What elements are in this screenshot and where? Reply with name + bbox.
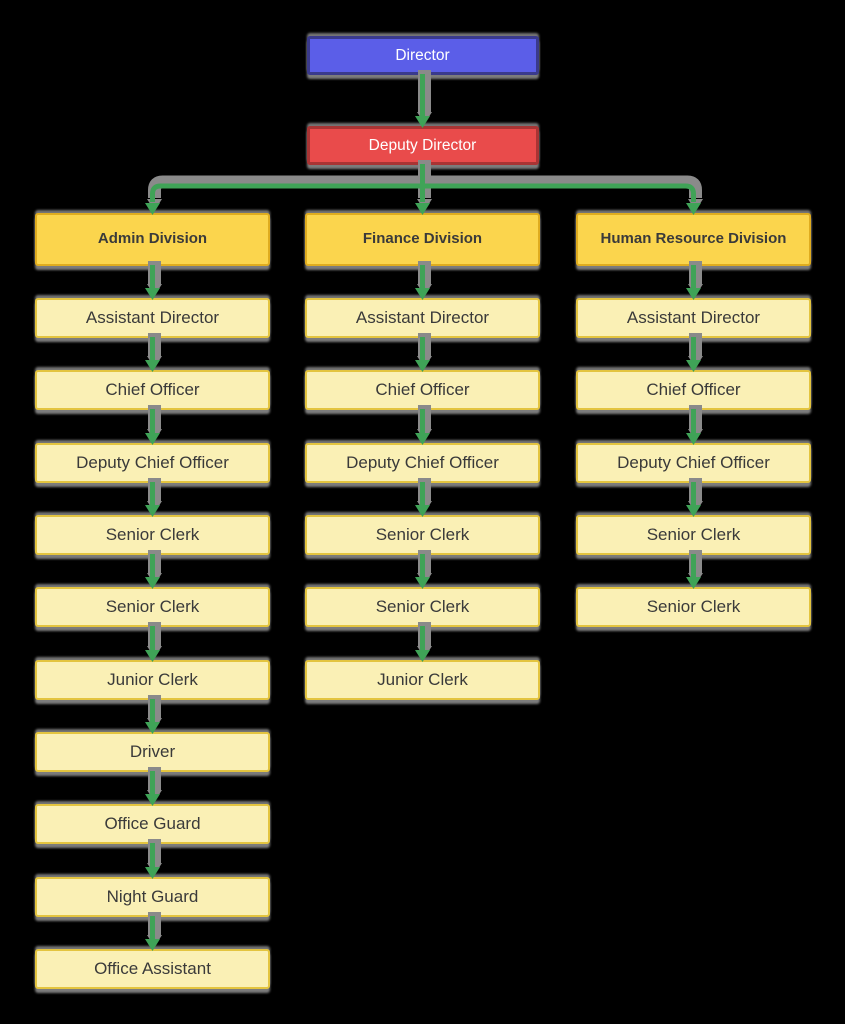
division-box-label: Human Resource Division — [600, 230, 787, 248]
role-box-label: Assistant Director — [626, 307, 761, 327]
division-box: Admin Division — [35, 213, 270, 266]
division-box: Human Resource Division — [576, 213, 811, 266]
role-box-label: Chief Officer — [646, 379, 741, 399]
role-box-label: Deputy Chief Officer — [346, 452, 499, 472]
node-director: Director — [306, 36, 539, 75]
role-box-label: Deputy Chief Officer — [617, 452, 770, 472]
role-box-label: Junior Clerk — [377, 669, 468, 689]
division-box-label: Finance Division — [362, 230, 483, 248]
role-box: Senior Clerk — [35, 515, 270, 555]
role-box: Senior Clerk — [305, 587, 540, 627]
node-deputy-director: Deputy Director — [306, 126, 539, 165]
role-box-label: Office Assistant — [94, 958, 211, 978]
role-box-label: Senior Clerk — [105, 596, 200, 616]
role-box: Senior Clerk — [35, 587, 270, 627]
division-box-label: Admin Division — [97, 230, 208, 248]
role-box: Driver — [35, 732, 270, 772]
role-box: Senior Clerk — [576, 515, 811, 555]
role-box: Office Guard — [35, 804, 270, 844]
role-box: Night Guard — [35, 877, 270, 917]
role-box: Deputy Chief Officer — [576, 443, 811, 483]
role-box-label: Senior Clerk — [105, 524, 200, 544]
role-box-label: Senior Clerk — [375, 596, 470, 616]
role-box-label: Deputy Chief Officer — [76, 452, 229, 472]
division-box: Finance Division — [305, 213, 540, 266]
role-box: Deputy Chief Officer — [35, 443, 270, 483]
role-box: Chief Officer — [576, 370, 811, 410]
node-deputy-director-label: Deputy Director — [368, 136, 477, 154]
role-box-label: Office Guard — [104, 813, 201, 833]
role-box: Junior Clerk — [305, 660, 540, 700]
role-box: Office Assistant — [35, 949, 270, 989]
role-box-label: Assistant Director — [85, 307, 220, 327]
role-box-label: Driver — [129, 741, 176, 761]
role-box-label: Junior Clerk — [107, 669, 198, 689]
role-box: Senior Clerk — [576, 587, 811, 627]
role-box: Assistant Director — [576, 298, 811, 338]
role-box: Assistant Director — [35, 298, 270, 338]
role-box-label: Night Guard — [106, 886, 199, 906]
role-box: Junior Clerk — [35, 660, 270, 700]
role-box-label: Senior Clerk — [646, 524, 741, 544]
role-box-label: Chief Officer — [375, 379, 470, 399]
role-box: Assistant Director — [305, 298, 540, 338]
role-box-label: Assistant Director — [355, 307, 490, 327]
role-box-label: Senior Clerk — [646, 596, 741, 616]
role-box: Deputy Chief Officer — [305, 443, 540, 483]
role-box: Chief Officer — [35, 370, 270, 410]
role-box-label: Chief Officer — [105, 379, 200, 399]
role-box-label: Senior Clerk — [375, 524, 470, 544]
node-director-label: Director — [395, 46, 450, 64]
role-box: Senior Clerk — [305, 515, 540, 555]
role-box: Chief Officer — [305, 370, 540, 410]
